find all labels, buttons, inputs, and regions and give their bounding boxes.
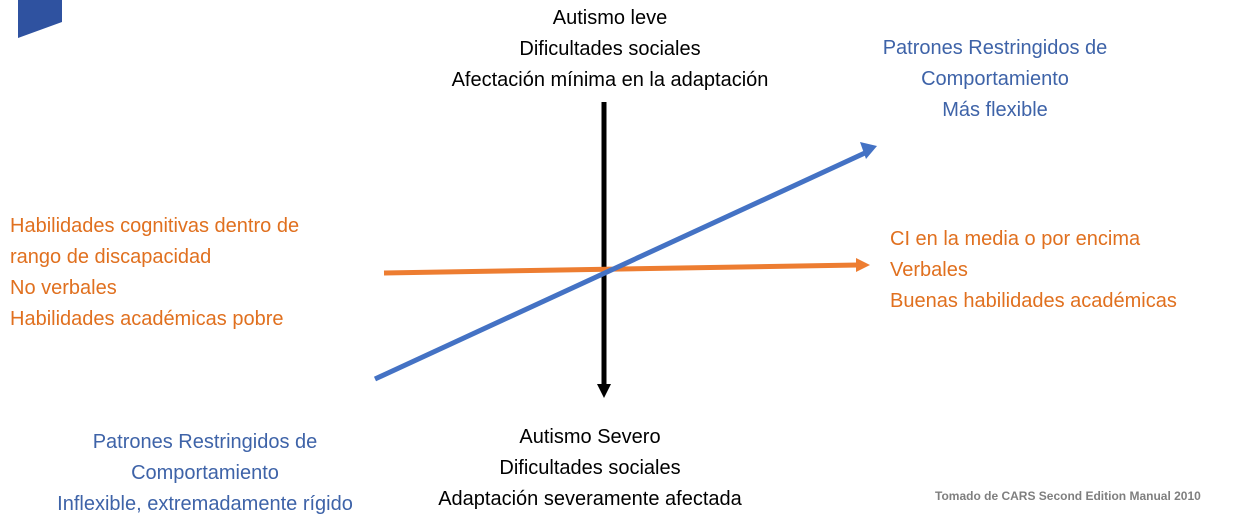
top-label-line: Afectación mínima en la adaptación — [451, 69, 769, 91]
left-label-line: Habilidades cognitivas dentro de — [10, 215, 300, 237]
cognitive-axis-line — [383, 262, 859, 276]
corner-logo-shape — [18, 0, 62, 38]
left-label-low-cognitive: Habilidades cognitivas dentro de rango d… — [10, 211, 299, 335]
bottom-label-line: Adaptación severamente afectada — [438, 488, 742, 510]
top-label-line: Dificultades sociales — [519, 38, 701, 60]
bottom-left-label-line: Comportamiento — [131, 462, 279, 484]
right-label-line: CI en la media o por encima — [890, 228, 1141, 250]
bottom-left-label-line: Patrones Restringidos de — [92, 431, 318, 453]
severity-axis-arrowhead — [597, 384, 611, 398]
top-label-line: Autismo leve — [552, 7, 668, 29]
bottom-label-line: Dificultades sociales — [499, 457, 681, 479]
top-right-label-flexible-behavior: Patrones Restringidos de Comportamiento … — [830, 33, 1160, 126]
top-right-label-line: Patrones Restringidos de — [882, 37, 1108, 59]
left-label-line: rango de discapacidad — [10, 246, 212, 268]
right-label-line: Verbales — [890, 259, 968, 281]
bottom-left-label-rigid-behavior: Patrones Restringidos de Comportamiento … — [20, 427, 390, 520]
behavior-axis-arrowhead — [860, 142, 877, 159]
behavior-axis-line — [373, 149, 869, 382]
left-label-line: Habilidades académicas pobre — [10, 308, 284, 330]
bottom-label-severe-autism: Autismo Severo Dificultades sociales Ada… — [330, 422, 850, 515]
bottom-label-line: Autismo Severo — [519, 426, 661, 448]
top-label-mild-autism: Autismo leve Dificultades sociales Afect… — [350, 3, 870, 96]
right-label-line: Buenas habilidades académicas — [890, 290, 1177, 312]
left-label-line: No verbales — [10, 277, 117, 299]
cognitive-axis-arrowhead — [856, 258, 870, 272]
top-right-label-line: Comportamiento — [921, 68, 1069, 90]
right-label-high-cognitive: CI en la media o por encima Verbales Bue… — [890, 224, 1177, 317]
bottom-left-label-line: Inflexible, extremadamente rígido — [57, 493, 353, 515]
source-note: Tomado de CARS Second Edition Manual 201… — [935, 489, 1201, 503]
top-right-label-line: Más flexible — [942, 99, 1048, 121]
